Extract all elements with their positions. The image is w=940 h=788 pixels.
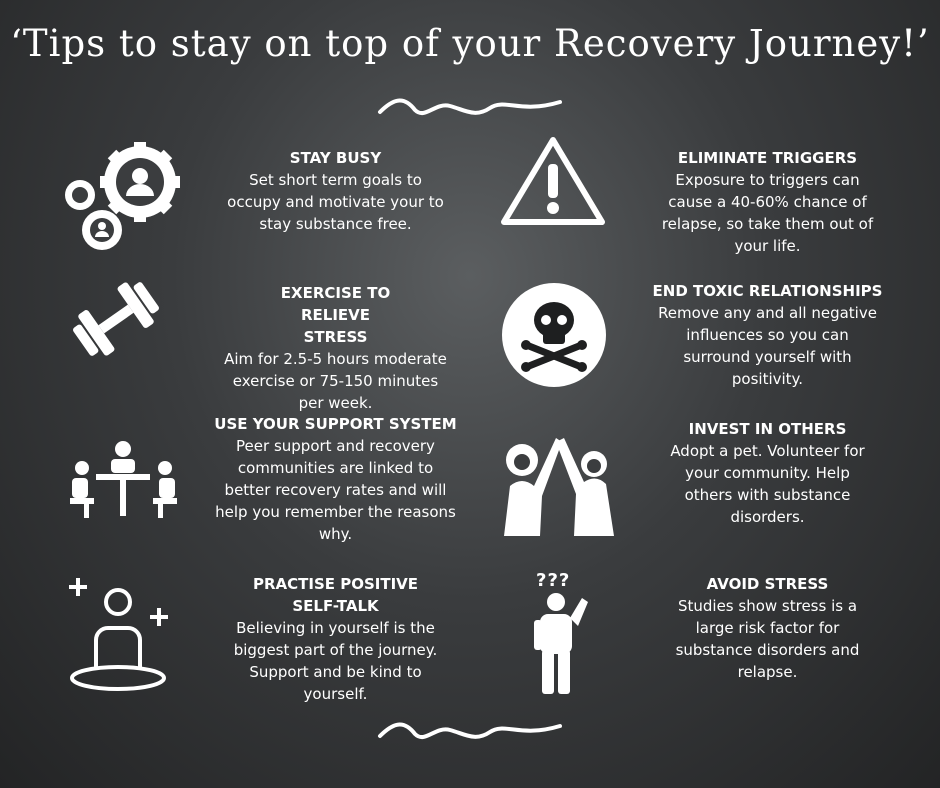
question-marks-text: ??? (536, 570, 571, 591)
tip-stay-busy: STAY BUSY Set short term goals to occupy… (213, 147, 458, 235)
tip-invest-in-others: INVEST IN OTHERS Adopt a pet. Volunteer … (645, 418, 890, 528)
tip-body: Set short term goals to occupy and motiv… (227, 171, 444, 233)
tip-body: Peer support and recovery communities ar… (215, 437, 456, 543)
page-title: ‘Tips to stay on top of your Recovery Jo… (10, 22, 930, 65)
squiggle-divider-bottom (378, 722, 562, 740)
self-positive-icon (69, 578, 168, 691)
tip-body: Believing in yourself is the biggest par… (233, 619, 438, 703)
squiggle-divider-top (378, 98, 562, 116)
tip-heading: USE YOUR SUPPORT SYSTEM (214, 415, 457, 433)
tip-avoid-stress: AVOID STRESS Studies show stress is a la… (645, 573, 890, 683)
skull-icon (502, 283, 606, 387)
tip-support-system: USE YOUR SUPPORT SYSTEM Peer support and… (208, 413, 463, 545)
tip-body: Remove any and all negative influences s… (658, 304, 877, 388)
tip-heading: EXERCISE TO RELIEVE STRESS (280, 284, 391, 346)
dumbbell-icon (73, 282, 159, 356)
tip-body: Exposure to triggers can cause a 40-60% … (661, 171, 874, 255)
tip-heading: PRACTISE POSITIVE SELF-TALK (252, 575, 419, 615)
tip-heading: END TOXIC RELATIONSHIPS (652, 282, 883, 300)
tip-positive-self-talk: PRACTISE POSITIVE SELF-TALK Believing in… (213, 573, 458, 705)
warning-icon (501, 137, 605, 225)
tip-heading: AVOID STRESS (706, 575, 829, 593)
confused-person-icon (534, 593, 588, 694)
tip-exercise: EXERCISE TO RELIEVE STRESS Aim for 2.5-5… (213, 282, 458, 414)
high-five-icon (504, 438, 614, 536)
tip-body: Studies show stress is a large risk fact… (675, 597, 860, 681)
tip-end-toxic-relationships: END TOXIC RELATIONSHIPS Remove any and a… (640, 280, 895, 390)
tip-body: Aim for 2.5-5 hours moderate exercise or… (224, 350, 447, 412)
tip-heading: ELIMINATE TRIGGERS (677, 149, 858, 167)
group-meeting-icon (70, 441, 177, 518)
gears-people-icon (65, 142, 180, 250)
tip-heading: INVEST IN OTHERS (688, 420, 847, 438)
tip-eliminate-triggers: ELIMINATE TRIGGERS Exposure to triggers … (645, 147, 890, 257)
tip-heading: STAY BUSY (289, 149, 382, 167)
tip-body: Adopt a pet. Volunteer for your communit… (670, 442, 865, 526)
